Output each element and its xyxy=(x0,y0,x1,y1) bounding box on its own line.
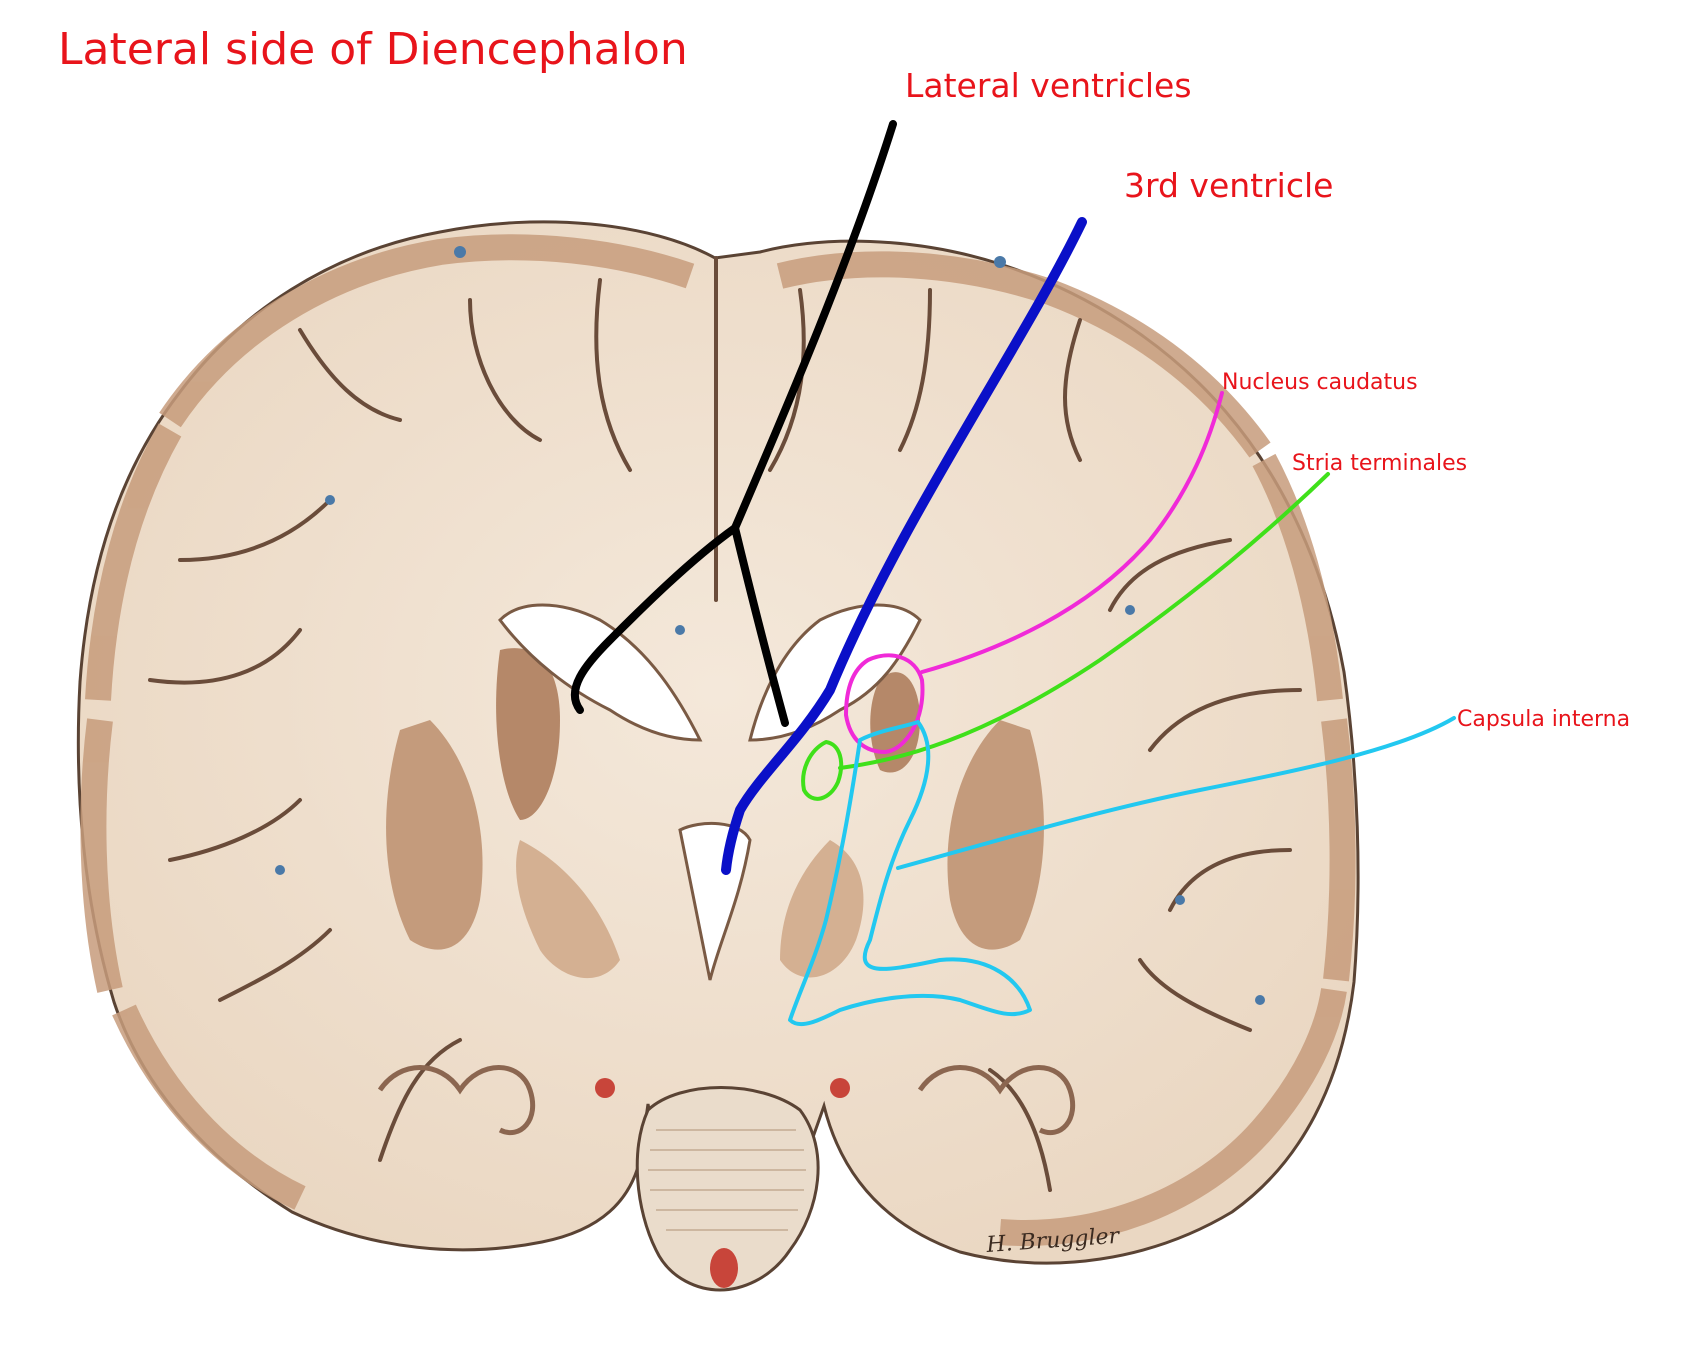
label-lateral-ventricles: Lateral ventricles xyxy=(905,66,1192,105)
label-capsula-interna: Capsula interna xyxy=(1457,707,1631,732)
temporal-structures xyxy=(377,1065,1076,1136)
cortex-gyri xyxy=(80,234,1356,1246)
stria-terminales-pointer xyxy=(801,472,1330,801)
label-stria-terminales: Stria terminales xyxy=(1292,451,1468,476)
label-nucleus-caudatus: Nucleus caudatus xyxy=(1222,370,1418,395)
deep-nuclei xyxy=(386,648,1044,979)
page-title: Lateral side of Diencephalon xyxy=(58,24,688,75)
vessels xyxy=(275,246,1265,1005)
lateral-ventricles-pointer xyxy=(570,120,897,727)
label-third-ventricle: 3rd ventricle xyxy=(1124,166,1334,205)
nucleus-caudatus-pointer xyxy=(844,391,1224,754)
brainstem xyxy=(595,1078,850,1292)
third-ventricle-pointer xyxy=(721,217,1087,875)
capsula-interna-pointer xyxy=(788,716,1456,1027)
